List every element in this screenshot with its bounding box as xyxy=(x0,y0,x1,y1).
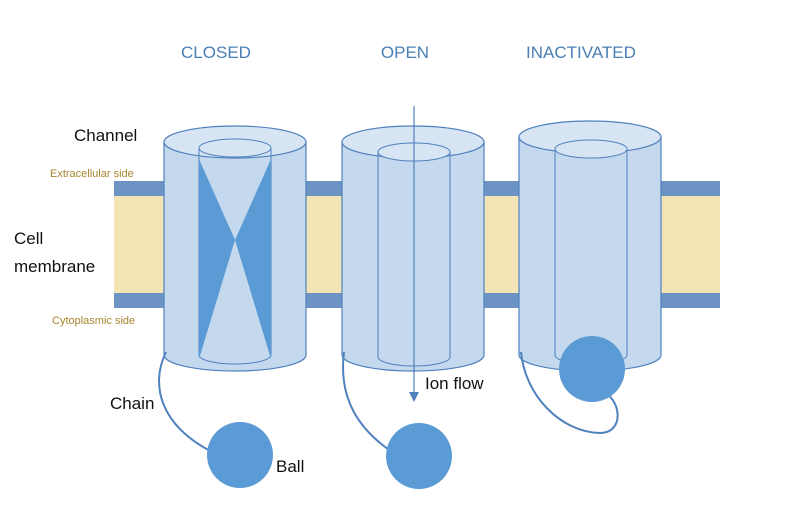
channel-body xyxy=(163,141,307,372)
gate-left xyxy=(199,159,235,359)
channel-closed xyxy=(158,125,307,488)
title-open: OPEN xyxy=(381,43,429,62)
channel-body xyxy=(518,136,662,372)
pore-top xyxy=(554,139,628,159)
label-ion-flow: Ion flow xyxy=(425,374,484,393)
pore xyxy=(198,148,272,365)
gate-right xyxy=(235,159,271,359)
ion-flow-arrowhead xyxy=(409,392,419,402)
label-cell: Cell xyxy=(14,229,43,248)
label-cytoplasmic-side: Cytoplasmic side xyxy=(52,315,135,327)
channel-body xyxy=(341,141,485,372)
chain xyxy=(158,351,213,453)
inactivation-ball xyxy=(207,422,273,488)
label-ball: Ball xyxy=(276,457,304,476)
chain xyxy=(342,351,393,453)
label-channel: Channel xyxy=(74,126,137,145)
inactivation-ball xyxy=(559,336,625,402)
chain xyxy=(520,351,619,435)
label-extracellular-side: Extracellular side xyxy=(50,168,134,180)
channel-open xyxy=(341,106,485,489)
pore-top xyxy=(198,138,272,158)
inactivation-ball xyxy=(386,423,452,489)
label-membrane: membrane xyxy=(14,257,95,276)
title-closed: CLOSED xyxy=(181,43,251,62)
title-inactivated: INACTIVATED xyxy=(526,43,636,62)
label-chain: Chain xyxy=(110,394,154,413)
channel-inactivated xyxy=(518,120,662,435)
